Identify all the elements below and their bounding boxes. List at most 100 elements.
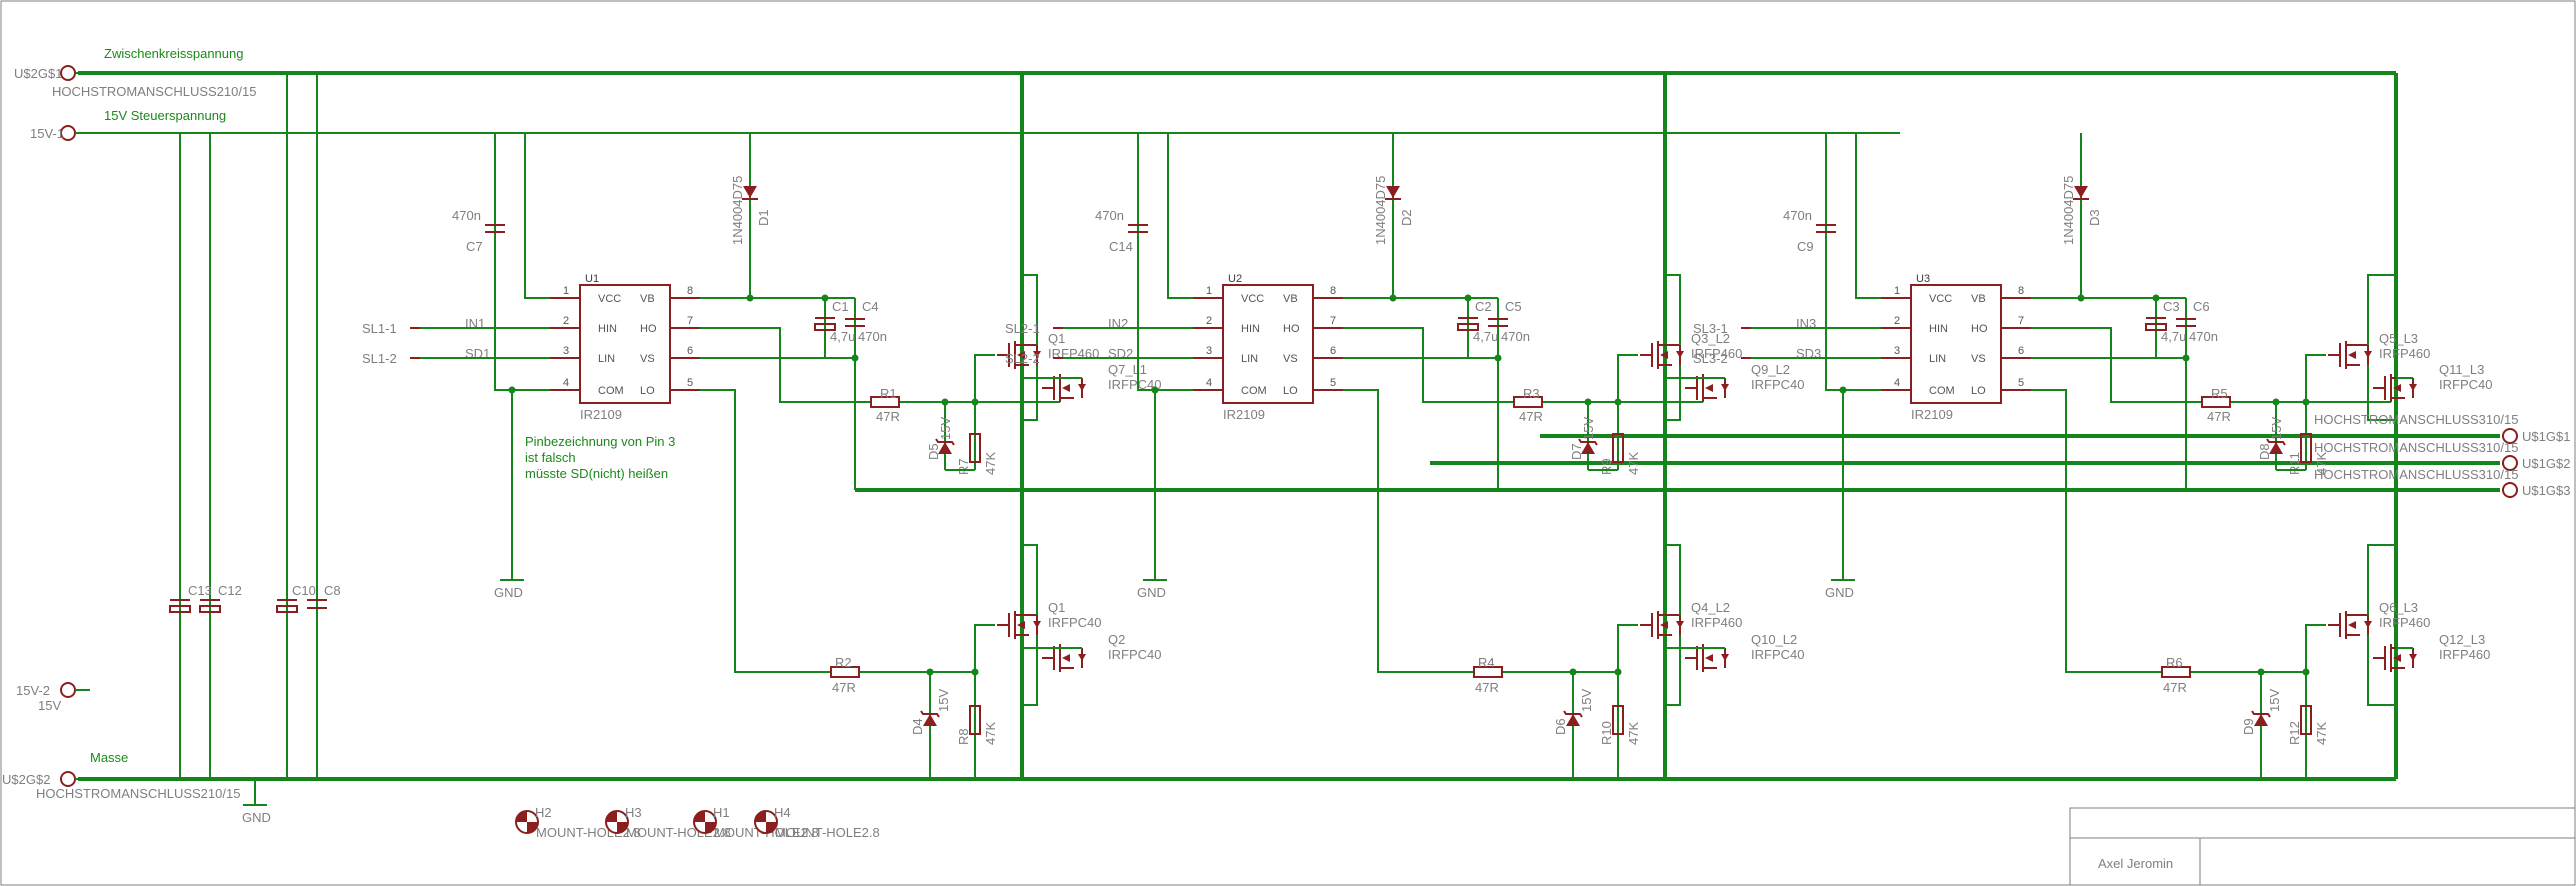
bootstrap-cap-2-name: C6 [2193, 299, 2210, 314]
svg-text:C13: C13 [188, 583, 212, 598]
svg-text:ist falsch: ist falsch [525, 450, 576, 465]
port-usg2 [60, 771, 76, 787]
zener-low-name: D9 [2241, 718, 2256, 735]
cap-c12: C12 [199, 583, 242, 613]
zener-low-value: 15V [1579, 689, 1594, 712]
pulldown-high-name: R7 [956, 458, 971, 475]
mosfet-high-a-name: Q3_L2 [1691, 331, 1730, 346]
bootstrap-cap-1-value: 4,7u [2161, 329, 2186, 344]
undefined: 1 [1206, 285, 1212, 297]
undefined: COM [1929, 385, 1955, 397]
zener-high-value: 15V [1581, 417, 1596, 440]
mosfet-low-a-name: Q4_L2 [1691, 600, 1730, 615]
port-hc1-label: HOCHSTROMANSCHLUSS210/15 [52, 84, 256, 99]
bootstrap-diode-value: 1N4004D75 [730, 176, 745, 245]
zener-low-value: 15V [2267, 689, 2282, 712]
svg-text:C12: C12 [218, 583, 242, 598]
port-out2 [2502, 455, 2518, 471]
gate-resistor-high [2201, 396, 2231, 408]
undefined: 6 [1330, 345, 1336, 357]
undefined: VCC [1241, 293, 1264, 305]
left-ports: U$2G$1 HOCHSTROMANSCHLUSS210/15 Zwischen… [2, 46, 271, 825]
mosfet-high-b-value: IRFPC40 [1751, 377, 1804, 392]
svg-text:U$1G$3: U$1G$3 [2522, 483, 2570, 498]
undefined: COM [1241, 385, 1267, 397]
svg-text:HOCHSTROMANSCHLUSS310/15: HOCHSTROMANSCHLUSS310/15 [2314, 412, 2518, 427]
gate-resistor-low-name: R4 [1478, 655, 1495, 670]
input-1-label: SL3-1 [1693, 321, 1728, 336]
mosfet-low-a [1640, 611, 1684, 639]
right-ports: U$1G$1 HOCHSTROMANSCHLUSS310/15 U$1G$2 H… [2314, 412, 2570, 498]
mount-hole-name: H3 [625, 805, 642, 820]
stage-2: 470nC14GNDU2IR21091VCC2HIN3LIN4COM8VB7HO… [1005, 133, 1804, 779]
gate-resistor-high [870, 396, 900, 408]
cap-vcc-value: 470n [1783, 208, 1812, 223]
mosfet-low-b-value: IRFPC40 [1751, 647, 1804, 662]
bootstrap-cap-2-value: 470n [1501, 329, 1530, 344]
ic-name: U2 [1228, 273, 1242, 285]
gate-resistor-high-value: 47R [876, 409, 900, 424]
pulldown-high [2300, 433, 2312, 463]
half-bridge-stages: 470nC7GNDU1IR21091VCC2HIN3LIN4COM8VB7HO6… [362, 133, 2492, 779]
zener-high [1578, 438, 1598, 454]
undefined: 5 [687, 377, 693, 389]
pulldown-low-name: R10 [1599, 721, 1614, 745]
undefined: 2 [1206, 315, 1212, 327]
gate-resistor-low-value: 47R [1475, 680, 1499, 695]
mount-hole-name: H2 [535, 805, 552, 820]
undefined: 6 [2018, 345, 2024, 357]
mosfet-high-a-value: IRFP460 [1691, 346, 1742, 361]
mounting-holes: H2MOUNT-HOLE2.8H3MOUNT-HOLE2.8H1MOUNT-HO… [515, 805, 880, 840]
cap-vcc [485, 224, 505, 233]
mosfet-low-b-value: IRFPC40 [1108, 647, 1161, 662]
zener-high-name: D8 [2257, 443, 2272, 460]
mount-hole-name: H4 [774, 805, 791, 820]
pulldown-high [969, 433, 981, 463]
dc-link-note: Zwischenkreisspannung [104, 46, 243, 61]
bootstrap-diode-value: 1N4004D75 [2061, 176, 2076, 245]
zener-high-value: 15V [938, 417, 953, 440]
undefined: 5 [1330, 377, 1336, 389]
undefined: LO [1971, 385, 1986, 397]
undefined: 3 [1206, 345, 1212, 357]
svg-text:C8: C8 [324, 583, 341, 598]
bootstrap-cap-2 [2176, 318, 2196, 327]
undefined: VS [1971, 353, 1986, 365]
pulldown-low [2300, 705, 2312, 735]
pulldown-high [1612, 433, 1624, 463]
pulldown-high-name: R11 [2287, 452, 2302, 475]
undefined: HO [640, 323, 657, 335]
mosfet-low-a-value: IRFP460 [1691, 615, 1742, 630]
ic-value: IR2109 [1223, 407, 1265, 422]
svg-text:U$1G$1: U$1G$1 [2522, 429, 2570, 444]
undefined: VB [640, 293, 655, 305]
mosfet-high-b-name: Q11_L3 [2439, 362, 2484, 377]
undefined: 7 [687, 315, 693, 327]
ic-value: IR2109 [580, 407, 622, 422]
undefined: 2 [563, 315, 569, 327]
bootstrap-cap-1-name: C1 [832, 299, 849, 314]
input-2-label: SL1-2 [362, 351, 397, 366]
port-15v2-label: 15V-2 [16, 683, 50, 698]
mount-hole-name: H1 [713, 805, 730, 820]
port-15v1-label: 15V-1 [30, 126, 64, 141]
zener-low [920, 710, 940, 726]
undefined: LO [640, 385, 655, 397]
gate-resistor-low-value: 47R [832, 680, 856, 695]
zener-high [935, 438, 955, 454]
zener-low-name: D6 [1553, 718, 1568, 735]
undefined: VB [1283, 293, 1298, 305]
svg-text:HOCHSTROMANSCHLUSS310/15: HOCHSTROMANSCHLUSS310/15 [2314, 440, 2518, 455]
zener-low [1563, 710, 1583, 726]
input-2-label: SL3-2 [1693, 351, 1728, 366]
cap-c8: C8 [307, 583, 341, 609]
bootstrap-diode-name: D1 [756, 209, 771, 226]
undefined: 8 [687, 285, 693, 297]
input-1-label: SL1-1 [362, 321, 397, 336]
undefined: HIN [1241, 323, 1260, 335]
bootstrap-cap-1 [2145, 317, 2167, 331]
mosfet-low-a-name: Q1 [1048, 600, 1065, 615]
port-usg1-label: U$2G$1 [14, 66, 62, 81]
ic-name: U1 [585, 273, 599, 285]
